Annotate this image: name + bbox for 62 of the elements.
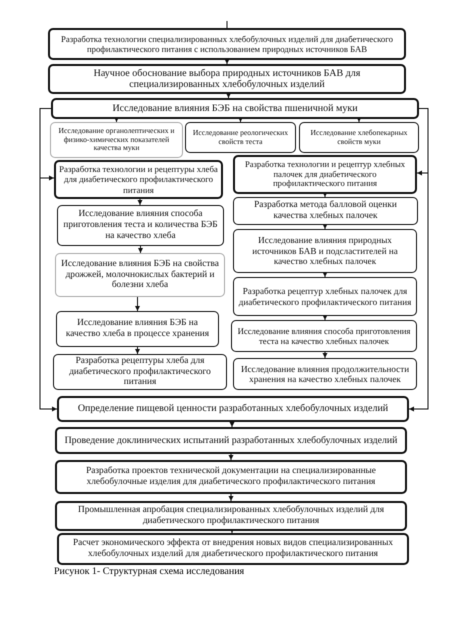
arrow xyxy=(224,59,230,64)
arrow xyxy=(138,246,143,254)
arrow xyxy=(356,117,362,122)
arrow xyxy=(114,117,119,122)
box-text: Исследование влияния БЭБ на качество хлеба в процессе хранения xyxy=(64,318,210,340)
arrow xyxy=(228,494,234,502)
process-box xyxy=(50,122,183,158)
process-box xyxy=(233,358,417,390)
process-box xyxy=(53,354,227,390)
process-box xyxy=(55,253,225,297)
arrow xyxy=(322,272,328,278)
process-box xyxy=(55,460,407,494)
process-box xyxy=(51,98,419,119)
process-box xyxy=(55,427,407,454)
process-box xyxy=(185,122,296,153)
box-text: Разработка рецептуры хлеба для диабетического профилактического питания xyxy=(68,356,212,388)
process-box xyxy=(231,320,417,352)
box-text: Научное обоснование выбора природных источников БАВ для специализированных хлебобулочных изделий xyxy=(92,68,362,90)
process-box xyxy=(56,311,219,347)
process-box xyxy=(299,122,419,153)
arrow xyxy=(322,352,328,358)
process-box xyxy=(48,28,406,60)
box-text: Разработка технологии специализированных хлебобулочных изделий для диабетического профилактического питания с использованием природных источников БАВ xyxy=(60,34,394,54)
process-box xyxy=(48,64,406,94)
box-text: Исследование влияния способа приготовления теста и количества БЭБ на качество хлеба xyxy=(62,209,219,242)
process-box xyxy=(57,533,409,565)
arrow xyxy=(226,93,231,98)
box-text: Разработка рецептур хлебных палочек для диабетического профилактического питания xyxy=(238,286,412,307)
arrow xyxy=(230,528,234,534)
box-text: Исследование влияния БЭБ на свойства пшеничной муки xyxy=(112,102,358,114)
box-text: Разработка технологии и рецептур хлебных палочек для диабетического профилактического питания xyxy=(244,160,406,190)
box-text: Исследование влияния природных источников БАВ и подсластителей на качество хлебных палочек xyxy=(251,235,399,267)
process-box xyxy=(233,229,417,273)
process-box xyxy=(54,160,223,199)
arrow xyxy=(40,108,58,412)
process-box xyxy=(233,155,417,194)
process-box xyxy=(233,197,418,225)
arrow xyxy=(138,198,142,206)
box-text: Проведение доклинических испытаний разработанных хлебобулочных изделий xyxy=(64,434,398,446)
box-text: Расчет экономического эффекта от внедрения новых видов специализированных хлебобулочных изделий для диабетического профилактического питания xyxy=(72,538,394,560)
arrow xyxy=(135,296,140,312)
box-text: Определение пищевой ценности разработанных хлебобулочных изделий xyxy=(78,403,388,415)
process-box xyxy=(55,501,407,531)
arrow xyxy=(238,117,243,122)
box-text: Разработка проектов технической документации на специализированные хлебобулочные изделия для диабетического профилактического питания xyxy=(85,466,377,488)
box-text: Исследование влияния БЭБ на свойства дрожжей, молочнокислых бактерий и болезни хлеба xyxy=(60,258,220,292)
arrow xyxy=(408,108,428,412)
box-text: Промышленная апробация специализированных хлебобулочных изделий для диабетического профилактического питания xyxy=(77,505,385,527)
arrow xyxy=(135,346,140,354)
connector-line xyxy=(226,20,228,28)
figure-caption: Рисунок 1- Структурная схема исследования xyxy=(54,566,244,577)
arrow xyxy=(322,192,328,198)
arrow xyxy=(230,422,234,428)
box-text: Разработка технологии и рецептуры хлеба для диабетического профилактического питания xyxy=(59,164,218,195)
box-text: Исследование влияния способа приготовления теста на качество хлебных палочек xyxy=(236,326,412,346)
arrow xyxy=(322,315,328,320)
arrow xyxy=(322,224,328,230)
arrow xyxy=(228,454,234,460)
box-text: Разработка метода балловой оценки качества хлебных палочек xyxy=(253,200,398,222)
process-box xyxy=(57,396,409,422)
process-box xyxy=(233,277,417,316)
box-text: Исследование влияния продолжительности хранения на качество хлебных палочек xyxy=(240,364,410,384)
